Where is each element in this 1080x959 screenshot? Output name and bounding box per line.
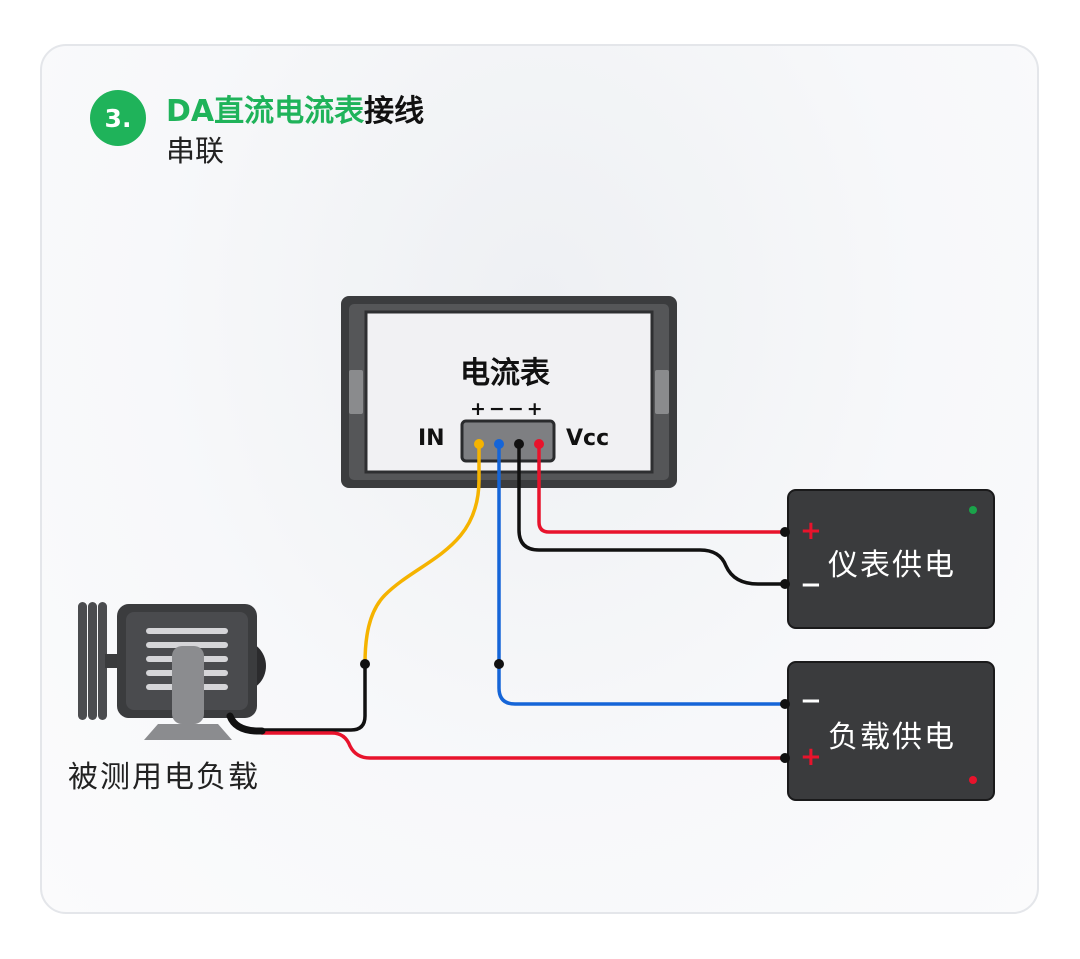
supply2-minus-sign: −	[800, 686, 822, 716]
indicator-led-green	[969, 506, 977, 514]
meter-vcc-label: Vcc	[566, 426, 610, 451]
wire-blue	[497, 442, 790, 706]
supply-box-instrument	[787, 489, 995, 629]
load-motor	[78, 602, 266, 740]
title-accent: DA直流电流表	[166, 94, 365, 129]
meter-device	[341, 296, 677, 488]
supply1-minus-connector	[780, 579, 790, 589]
supply-label-load: 负载供电	[828, 720, 956, 755]
supply1-plus-sign: +	[800, 516, 822, 546]
supply1-plus-connector	[780, 527, 790, 537]
meter-in-label: IN	[418, 426, 445, 451]
terminal-black	[514, 439, 524, 449]
indicator-led-red	[969, 776, 977, 784]
wire-red-vcc	[537, 442, 790, 534]
wire-black-load-return	[260, 662, 367, 732]
title-rest: 接线	[364, 94, 425, 129]
meter-title: 电流表	[460, 356, 550, 391]
supply2-minus-connector	[780, 699, 790, 709]
junction-dot-yellow	[360, 659, 370, 669]
supply-label-instrument: 仪表供电	[828, 548, 956, 583]
supply-box-load	[787, 661, 995, 801]
supply2-plus-connector	[780, 753, 790, 763]
page-title: DA直流电流表接线	[166, 86, 424, 130]
terminal-signs: +−−+	[470, 398, 546, 420]
wires	[226, 442, 790, 760]
terminal-blue	[494, 439, 504, 449]
load-label: 被测用电负载	[68, 760, 260, 795]
supply1-minus-sign: −	[800, 570, 822, 600]
wire-black-gnd	[517, 442, 790, 586]
motor-cable	[226, 712, 266, 735]
meter-terminal-block	[460, 419, 556, 463]
junction-dot-blue	[494, 659, 504, 669]
supply2-plus-sign: +	[800, 742, 822, 772]
step-number-badge: 3.	[90, 90, 146, 146]
terminal-in-yellow	[474, 439, 484, 449]
wire-red-load	[260, 731, 790, 760]
terminal-vcc-red	[534, 439, 544, 449]
page-subtitle: 串联	[166, 134, 225, 168]
wire-yellow-in	[363, 442, 481, 666]
